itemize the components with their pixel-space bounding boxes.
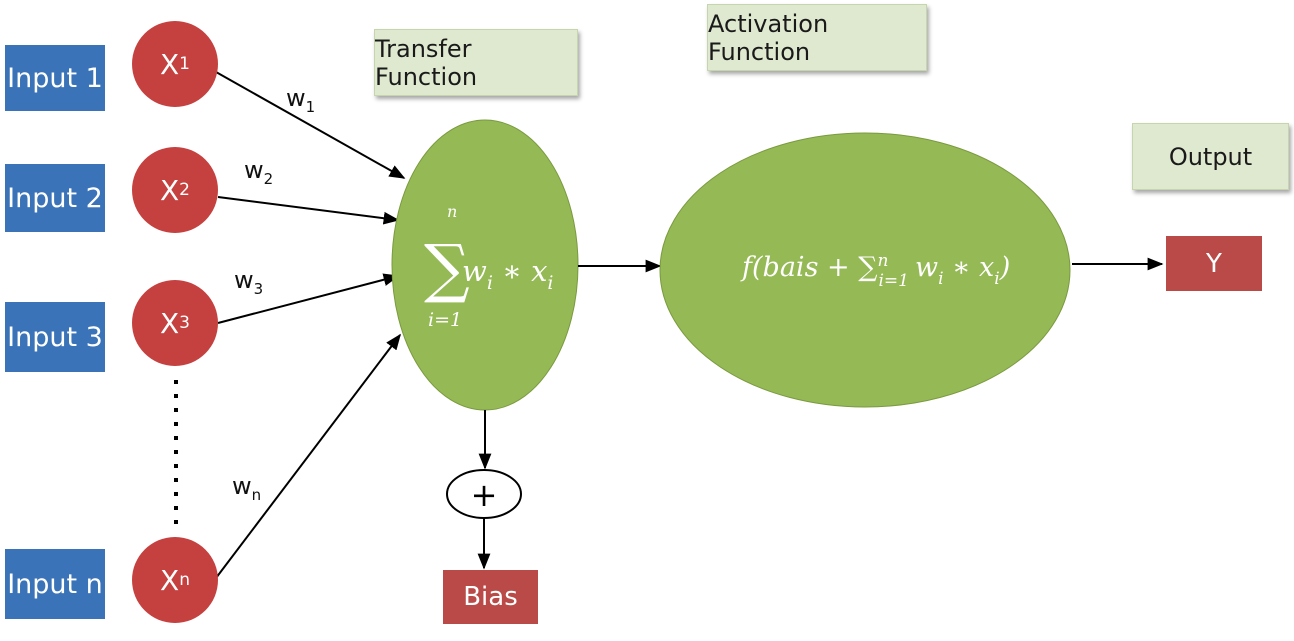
output-y-box: Y	[1166, 236, 1262, 291]
node-sub-n: n	[179, 570, 190, 590]
transfer-term: w	[462, 254, 487, 288]
activation-var-sub: i	[994, 269, 999, 289]
input-label-2: Input 2	[7, 182, 103, 214]
transfer-term-sub: i	[487, 272, 493, 294]
weight-arrow-1	[215, 71, 406, 179]
activation-plus: +	[818, 252, 858, 283]
transfer-sigma-upper: n	[447, 202, 457, 221]
weight-letter-n: w	[232, 472, 252, 500]
output-label: Output	[1132, 123, 1289, 190]
bias-box: Bias	[443, 570, 538, 624]
output-y-value: Y	[1206, 248, 1222, 279]
input-box-3: Input 3	[5, 302, 105, 372]
weight-arrow-2	[217, 196, 400, 225]
activation-sigma: ∑	[858, 252, 877, 283]
activation-function-title: Activation Function	[708, 9, 829, 66]
weight-letter-2: w	[244, 156, 264, 184]
activation-function-label: Activation Function	[707, 4, 927, 71]
transfer-var-sub: i	[547, 272, 553, 294]
transfer-function-title: Transfer Function	[375, 34, 478, 91]
activation-op: ∗	[944, 252, 980, 283]
weight-letter-3: w	[234, 266, 254, 294]
node-sub-2: 2	[179, 180, 190, 200]
weight-sub-3: 3	[253, 280, 264, 298]
activation-sigma-lower: i=1	[878, 271, 909, 291]
weight-letter-1: w	[286, 84, 306, 112]
svg-text:wi ∗ xi: wi ∗ xi	[462, 254, 554, 294]
node-letter-n: X	[160, 563, 180, 597]
transfer-function-label: Transfer Function	[374, 29, 578, 96]
weight-sub-n: n	[251, 486, 262, 504]
activation-term-sub: i	[938, 269, 943, 289]
weight-label-1: w1	[286, 84, 315, 116]
weight-arrow-n	[215, 333, 401, 579]
weight-label-n: wn	[232, 472, 261, 504]
transfer-var: x	[531, 254, 547, 288]
node-sub-1: 1	[179, 54, 190, 74]
input-label-n: Input n	[7, 568, 103, 600]
input-box-n: Input n	[5, 549, 105, 619]
weight-label-2: w2	[244, 156, 273, 188]
output-title: Output	[1168, 142, 1253, 171]
node-sub-3: 3	[179, 313, 190, 333]
input-box-1: Input 1	[5, 45, 105, 111]
transfer-formula: n ∑ i=1 wi ∗ xi	[424, 202, 554, 331]
weight-label-3: w3	[234, 266, 263, 298]
weight-sub-2: 2	[263, 170, 274, 188]
activation-ellipse	[659, 132, 1071, 408]
transfer-sigma-lower: i=1	[428, 309, 462, 331]
weight-sub-1: 1	[305, 98, 316, 116]
activation-sigma-upper: n	[878, 251, 889, 271]
weight-arrow-3	[217, 273, 400, 324]
activation-term: w	[915, 252, 938, 283]
input-label-1: Input 1	[7, 62, 103, 94]
activation-close-paren: )	[999, 252, 1011, 283]
activation-bias-word: bais	[763, 252, 819, 283]
node-letter-2: X	[159, 173, 180, 207]
activation-var: x	[979, 252, 994, 283]
node-letter-1: X	[159, 47, 180, 81]
input-box-2: Input 2	[5, 164, 105, 232]
sum-plus-symbol: +	[471, 476, 498, 514]
node-letter-3: X	[159, 306, 180, 340]
transfer-sigma: ∑	[424, 232, 470, 306]
input-label-3: Input 3	[7, 321, 103, 353]
bias-label: Bias	[463, 582, 518, 612]
activation-open-paren: (	[752, 252, 764, 283]
transfer-op: ∗	[493, 254, 531, 288]
